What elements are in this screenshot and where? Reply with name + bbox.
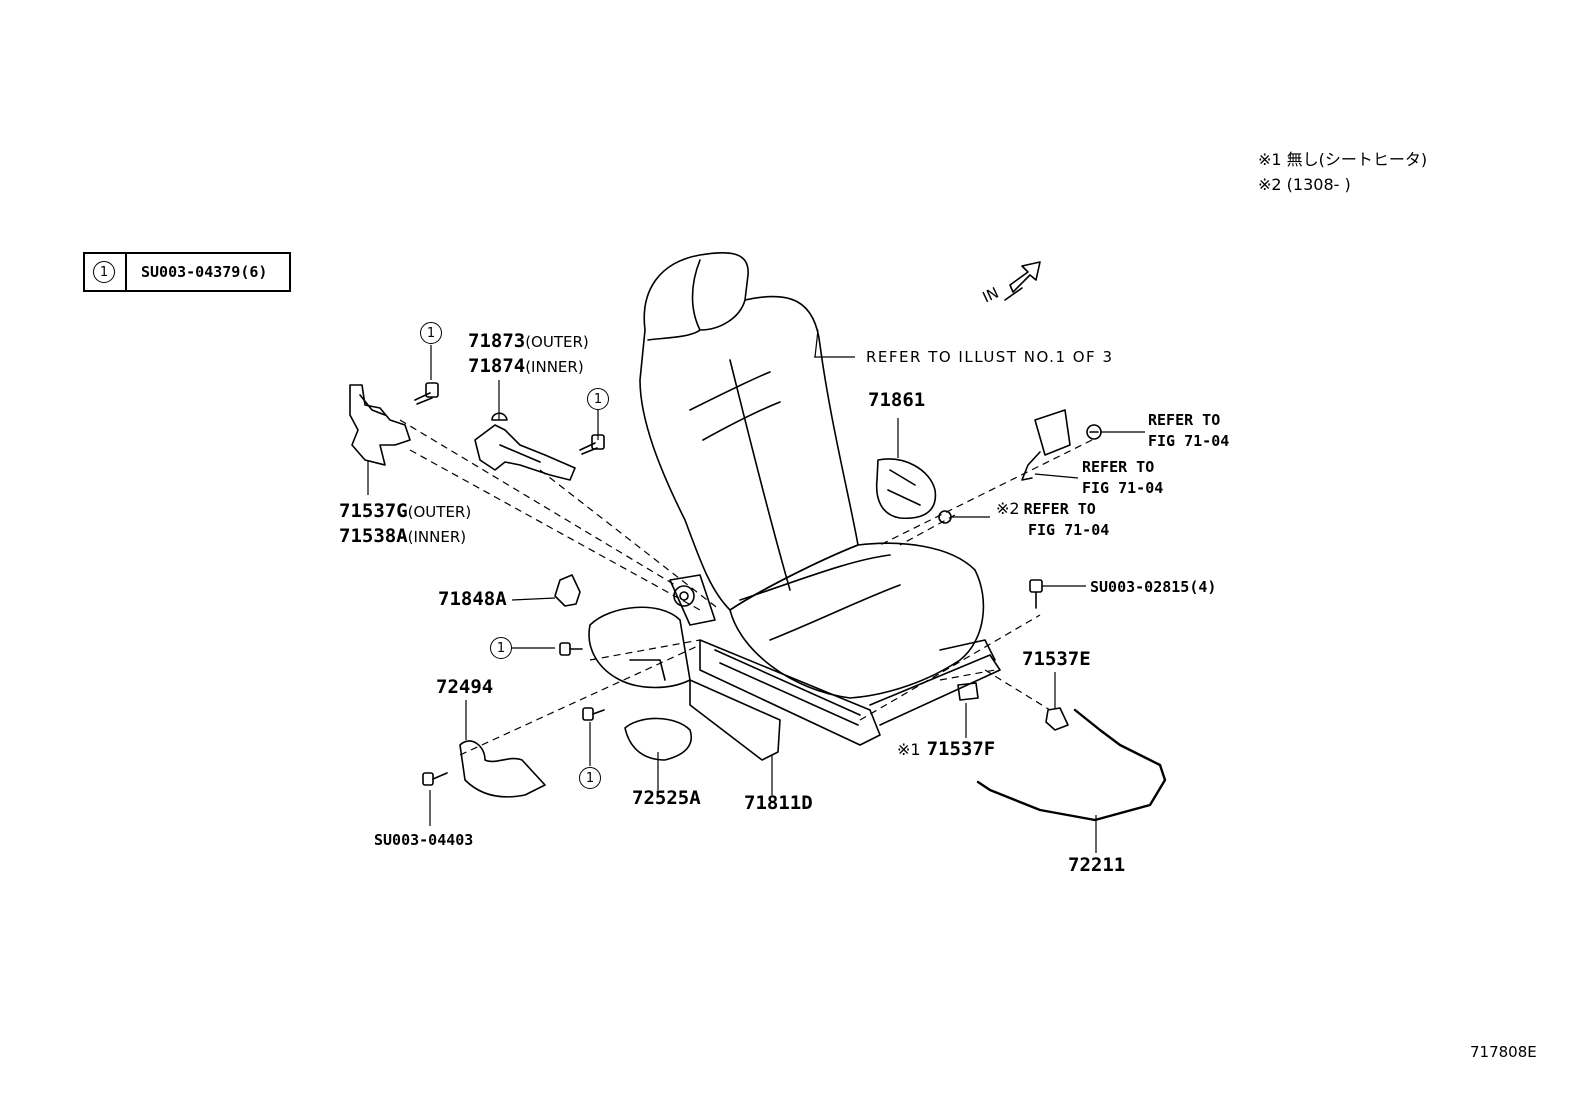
label-71537g-sub: (OUTER): [407, 503, 472, 521]
label-71873: 71873(OUTER): [468, 330, 589, 352]
label-71873-sub: (OUTER): [525, 333, 589, 351]
fastener-legend: 1 SU003-04379(6): [83, 252, 291, 292]
belt-buckle: [1034, 409, 1071, 456]
seat-cushion: [729, 542, 985, 699]
legend-text: SU003-04379(6): [141, 263, 268, 281]
label-72494: 72494: [436, 676, 494, 698]
label-71538a: 71538A(INNER): [339, 525, 467, 547]
figure-id: 717808E: [1470, 1043, 1537, 1061]
label-71861: 71861: [868, 389, 926, 411]
label-71874-sub: (INNER): [525, 358, 584, 376]
part-72525a-knob: [624, 717, 692, 761]
label-71538a-sub: (INNER): [407, 528, 467, 546]
part-71848a-clip: [554, 574, 581, 607]
callout-circle-1: 1: [420, 322, 442, 344]
part-71537e: [1045, 707, 1069, 731]
direction-arrow: [1009, 261, 1041, 293]
legend-circle-marker: 1: [93, 261, 115, 283]
label-su003-02815: SU003-02815(4): [1090, 578, 1217, 596]
label-71874: 71874(INNER): [468, 355, 584, 377]
callout-circle-4: 1: [579, 767, 601, 789]
seat-back: [639, 252, 859, 611]
part-71873-bracket: [474, 424, 576, 481]
note-2: ※2 (1308- ): [1258, 175, 1351, 194]
label-71537g: 71537G(OUTER): [339, 500, 472, 522]
part-71537g-bracket: [349, 384, 411, 466]
part-71537f: [957, 682, 979, 701]
label-72525a: 72525A: [632, 787, 701, 809]
part-72211-wire: [976, 708, 1167, 822]
callout-circle-3: 1: [490, 637, 512, 659]
label-72211: 72211: [1068, 854, 1126, 876]
mark-1-71537f: ※1: [897, 740, 921, 759]
refer-seat-illust: REFER TO ILLUST NO.1 OF 3: [866, 348, 1114, 366]
side-shield: [588, 606, 691, 689]
legend-symbol-cell: 1: [85, 254, 127, 290]
label-71537e: 71537E: [1022, 648, 1091, 670]
label-71848a: 71848A: [438, 588, 507, 610]
mark-2: ※2: [996, 499, 1020, 518]
callout-circle-2: 1: [587, 388, 609, 410]
seat-track: [699, 639, 881, 746]
label-71811d: 71811D: [744, 792, 813, 814]
note-1: ※1 無し(シートヒータ): [1258, 150, 1428, 169]
part-71861-cover: [875, 458, 937, 519]
label-su003-04403: SU003-04403: [374, 831, 474, 849]
part-71811d-cover: [689, 679, 781, 761]
part-72494-cover: [459, 740, 546, 798]
